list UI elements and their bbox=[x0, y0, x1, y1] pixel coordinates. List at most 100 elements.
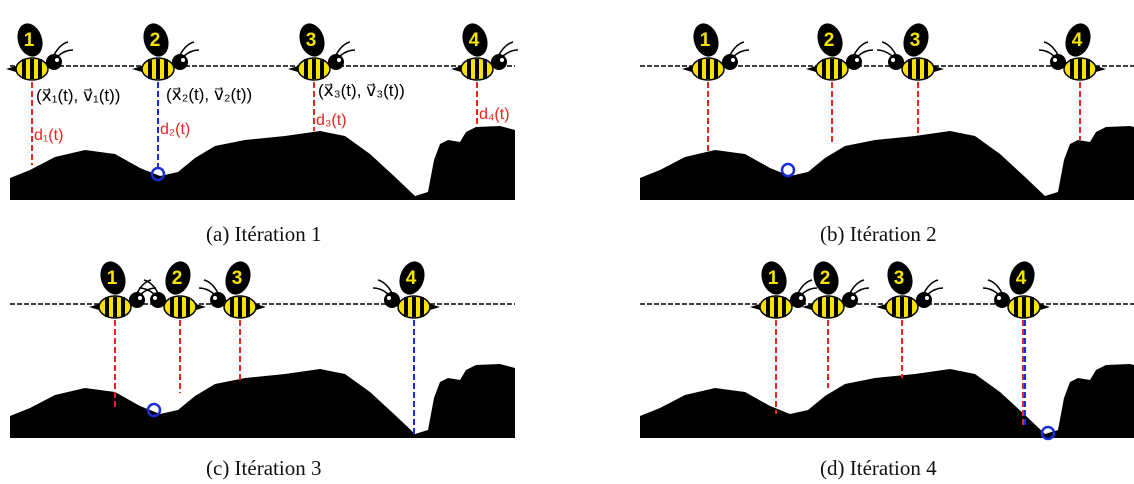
bee-stinger bbox=[750, 304, 760, 310]
bee-eye bbox=[181, 58, 185, 62]
bee-stripe bbox=[1030, 297, 1034, 317]
bee-antenna bbox=[854, 288, 869, 294]
bee-1: 1 bbox=[89, 258, 156, 318]
bee-stinger bbox=[89, 304, 99, 310]
bee-head bbox=[172, 54, 188, 70]
bee-number: 2 bbox=[820, 268, 831, 289]
bee-number: 4 bbox=[1072, 30, 1083, 51]
bee-stripe bbox=[774, 297, 778, 317]
bee-stripe bbox=[900, 297, 904, 317]
bee-3: 3 bbox=[288, 20, 355, 80]
bee-stripe bbox=[304, 59, 308, 79]
bee-eye bbox=[213, 296, 217, 300]
bee-eye bbox=[799, 296, 803, 300]
bee-stinger bbox=[934, 66, 944, 72]
bee-eye bbox=[138, 296, 142, 300]
bee-head bbox=[491, 54, 507, 70]
bee-stinger bbox=[876, 304, 886, 310]
bee-3: 3 bbox=[876, 258, 943, 318]
diagram-c: 12 3 4 bbox=[0, 248, 540, 448]
bee-stripe bbox=[916, 59, 920, 79]
bee-3: 3 bbox=[199, 258, 266, 318]
bee-stinger bbox=[451, 66, 461, 72]
best-position-marker bbox=[782, 164, 794, 176]
bee-head bbox=[790, 292, 806, 308]
bee-stripe bbox=[22, 59, 26, 79]
bee-number: 4 bbox=[469, 30, 480, 51]
bee-stripe bbox=[483, 59, 487, 79]
bee-eye bbox=[855, 58, 859, 62]
bee-2: 2 bbox=[132, 20, 199, 80]
terrain bbox=[640, 364, 1134, 438]
bee-stripe bbox=[38, 59, 42, 79]
bee-eye bbox=[925, 296, 929, 300]
bee-number: 4 bbox=[1016, 268, 1027, 289]
bee-eye bbox=[851, 296, 855, 300]
bee-4: 4 bbox=[1039, 20, 1106, 80]
bee-stripe bbox=[412, 297, 416, 317]
bee-number: 3 bbox=[232, 268, 243, 289]
bee-antenna bbox=[983, 288, 998, 294]
bee-stripe bbox=[475, 59, 479, 79]
bee-stinger bbox=[1096, 66, 1106, 72]
bee-head bbox=[46, 54, 62, 70]
bee-stripe bbox=[113, 297, 117, 317]
bee-eye bbox=[337, 58, 341, 62]
bee-eye bbox=[55, 58, 59, 62]
bee-stripe bbox=[826, 297, 830, 317]
bee-number: 1 bbox=[24, 30, 35, 51]
bee-antenna bbox=[184, 50, 199, 56]
bee-head bbox=[994, 292, 1010, 308]
bee-2: 2 bbox=[139, 258, 206, 318]
bee-stripe bbox=[1086, 59, 1090, 79]
bee-number: 2 bbox=[824, 30, 835, 51]
bee-eye bbox=[891, 58, 895, 62]
bee-number: 3 bbox=[306, 30, 317, 51]
bee-stripe bbox=[1070, 59, 1074, 79]
bee-stripe bbox=[924, 59, 928, 79]
bee-number: 2 bbox=[150, 30, 161, 51]
bee-stripe bbox=[1014, 297, 1018, 317]
bee-number: 1 bbox=[107, 268, 118, 289]
bee-stripe bbox=[714, 59, 718, 79]
bee-antenna bbox=[503, 50, 518, 56]
bee-stripe bbox=[148, 59, 152, 79]
bee-antenna bbox=[199, 288, 214, 294]
bee-head bbox=[1050, 54, 1066, 70]
caption-d: (d) Itération 4 bbox=[820, 456, 937, 481]
caption-a: (a) Itération 1 bbox=[206, 222, 321, 247]
distance-label-1: d₁(t) bbox=[34, 127, 63, 144]
caption-c: (c) Itération 3 bbox=[206, 456, 321, 481]
bee-eye bbox=[1053, 58, 1057, 62]
distance-label-4: d₄(t) bbox=[479, 106, 510, 123]
bee-eye bbox=[387, 296, 391, 300]
bee-stripe bbox=[818, 297, 822, 317]
bee-stripe bbox=[164, 59, 168, 79]
bee-head bbox=[150, 292, 166, 308]
distance-label-3: d₃(t) bbox=[316, 112, 347, 129]
bee-stripe bbox=[246, 297, 250, 317]
bee-antenna bbox=[802, 288, 817, 294]
bee-eye bbox=[153, 296, 157, 300]
bee-4: 4 bbox=[983, 258, 1050, 318]
bee-stripe bbox=[121, 297, 125, 317]
state-label-1: (x⃗₁(t), v⃗₁(t)) bbox=[36, 86, 120, 105]
bee-stinger bbox=[806, 66, 816, 72]
bee-stripe bbox=[30, 59, 34, 79]
bee-head bbox=[888, 54, 904, 70]
bee-3: 3 bbox=[877, 20, 944, 80]
bee-antenna bbox=[58, 50, 73, 56]
bee-stripe bbox=[420, 297, 424, 317]
bee-head bbox=[129, 292, 145, 308]
bee-number: 4 bbox=[406, 268, 417, 289]
bee-head bbox=[384, 292, 400, 308]
bee-stripe bbox=[156, 59, 160, 79]
bee-4: 4 bbox=[451, 20, 518, 80]
bee-eye bbox=[500, 58, 504, 62]
bee-stripe bbox=[908, 59, 912, 79]
bee-stripe bbox=[1022, 297, 1026, 317]
